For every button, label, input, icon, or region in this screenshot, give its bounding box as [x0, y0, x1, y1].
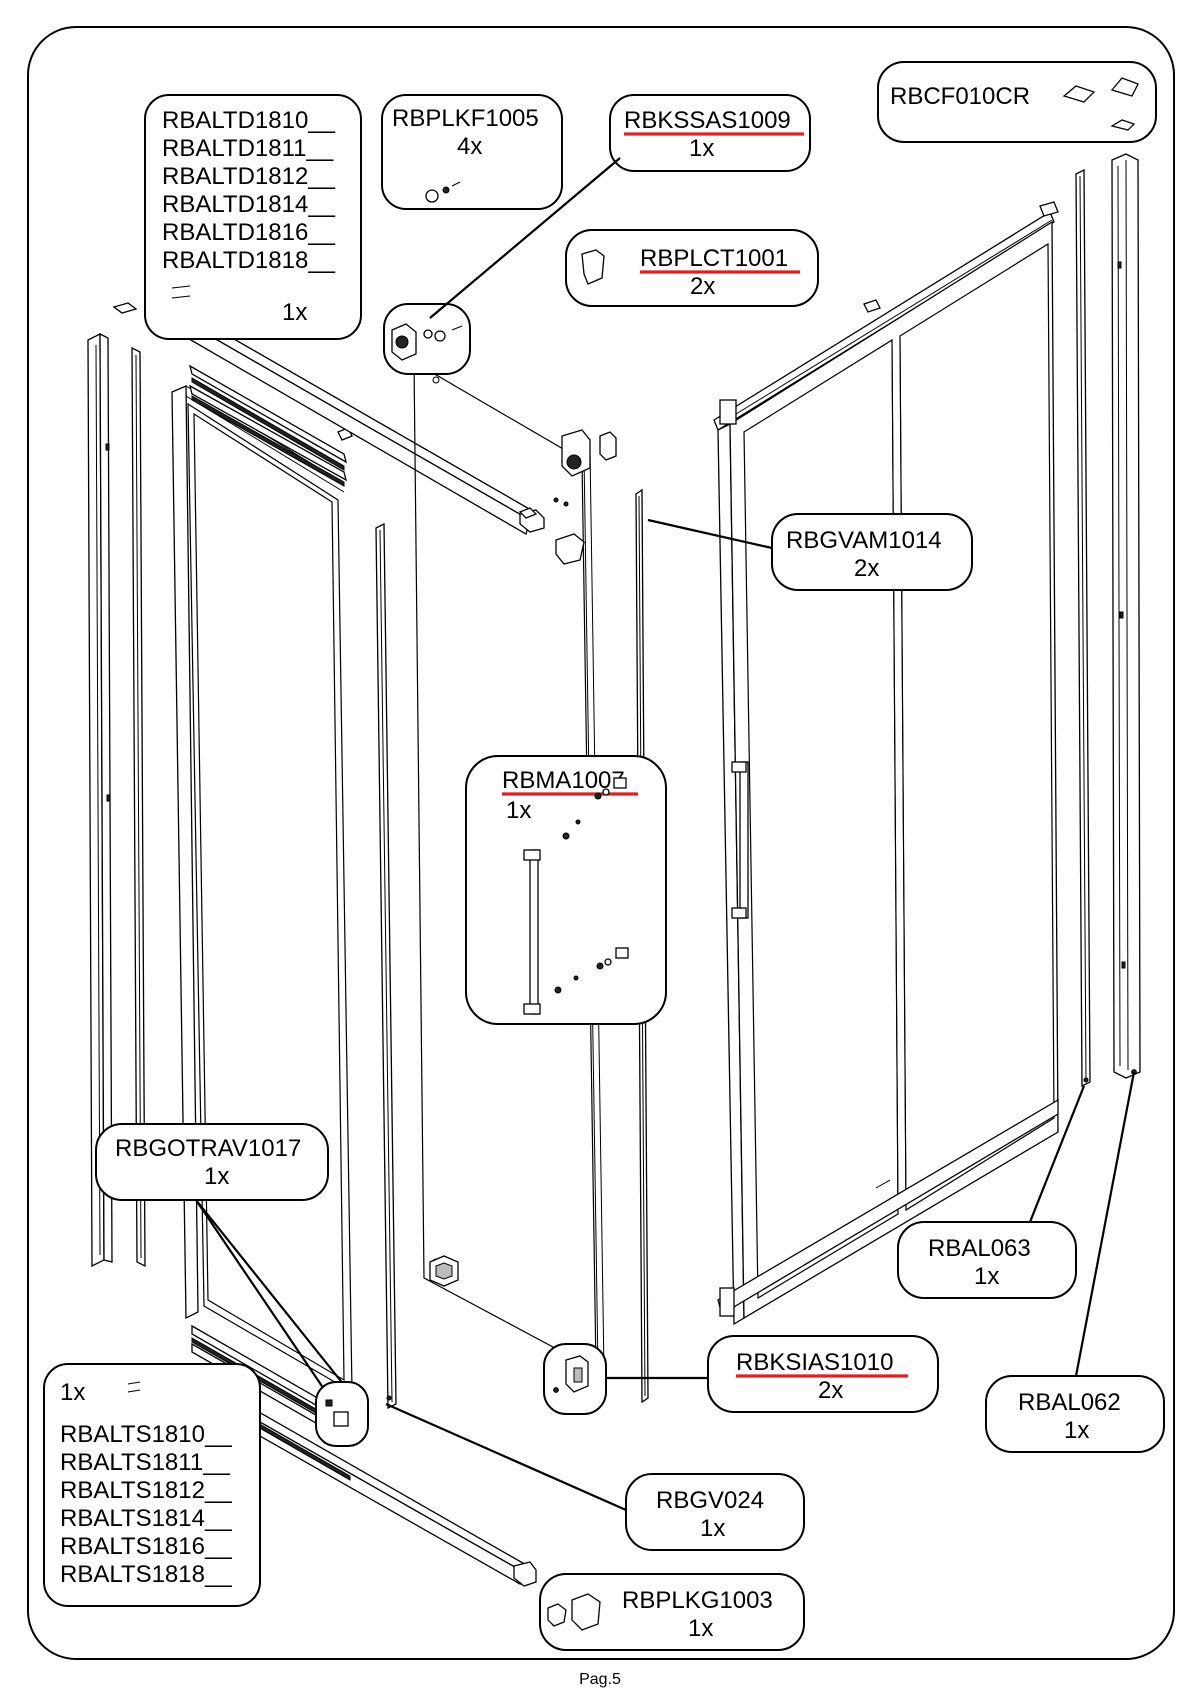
end-cap-icon	[1062, 85, 1096, 103]
leader-line	[195, 1199, 331, 1399]
page-frame	[27, 26, 1175, 1660]
rbgotrav-qty: 1x	[204, 1163, 229, 1190]
callout-rbgv024: RBGV024 1x	[625, 1473, 805, 1551]
leader-line	[195, 1199, 349, 1391]
detail-bubble-top-roller	[383, 303, 471, 375]
rbaltd-code: RBALTD1816__	[162, 219, 336, 246]
rbalts-qty: 1x	[60, 1379, 85, 1406]
handle-icon	[529, 849, 539, 1015]
callout-rbal063: RBAL063 1x	[897, 1221, 1077, 1299]
rbma-qty: 1x	[506, 797, 531, 824]
rbaltd-code: RBALTD1811__	[162, 135, 334, 162]
rbksias-code: RBKSIAS1010	[736, 1349, 893, 1376]
callout-rbplct1001: RBPLCT1001 2x	[565, 229, 819, 307]
callout-rbplkg1003: RBPLKG1003 1x	[539, 1573, 805, 1651]
detail-bubble-bottom-roller	[543, 1343, 607, 1415]
rbal062-code: RBAL062	[1018, 1389, 1121, 1416]
rbplkg-qty: 1x	[688, 1615, 713, 1642]
rbkssas-code: RBKSSAS1009	[624, 107, 791, 134]
rbplkf-code: RBPLKF1005	[392, 105, 539, 132]
right-wall-profile-rbal063	[1075, 168, 1091, 1088]
leader-line	[429, 157, 621, 319]
rbal063-qty: 1x	[974, 1263, 999, 1290]
washer-icon	[425, 189, 439, 203]
right-door-handle	[731, 761, 749, 919]
rbaltd-qty: 1x	[282, 299, 307, 326]
rbplct-code: RBPLCT1001	[640, 245, 788, 272]
rbgvam-qty: 2x	[854, 555, 879, 582]
clip-icon	[581, 249, 605, 285]
rbkssas-qty: 1x	[689, 135, 714, 162]
rbksias-qty: 2x	[818, 1377, 843, 1404]
rbplkf-qty: 4x	[457, 133, 482, 160]
end-cap-icon	[1110, 119, 1136, 131]
callout-rbma1007: RBMA1007 1x	[465, 755, 667, 1025]
rbaltd-code: RBALTD1814__	[162, 191, 336, 218]
rbaltd-code: RBALTD1812__	[162, 163, 336, 190]
callout-rbal062: RBAL062 1x	[985, 1375, 1165, 1453]
end-cap-icon	[1110, 77, 1139, 97]
callout-rbgotrav1017: RBGOTRAV1017 1x	[95, 1123, 329, 1201]
rbgvam-code: RBGVAM1014	[786, 527, 942, 554]
leader-line	[1074, 1071, 1136, 1377]
leader-line	[1028, 1085, 1086, 1223]
right-side-panel	[713, 201, 1059, 1326]
end-plug-icon	[547, 1603, 567, 1627]
leader-line	[647, 518, 773, 550]
callout-rbgvam1014: RBGVAM1014 2x	[771, 513, 973, 591]
callout-rbksias1010: RBKSIAS1010 2x	[707, 1335, 939, 1413]
rbalts-code: RBALTS1816__	[60, 1533, 232, 1560]
page-number: Pag.5	[579, 1671, 621, 1688]
end-plug-icon	[571, 1593, 601, 1631]
rbaltd-code: RBALTD1810__	[162, 107, 336, 134]
callout-rbkssas1009: RBKSSAS1009 1x	[609, 94, 811, 172]
rbplkg-code: RBPLKG1003	[622, 1587, 773, 1614]
top-profile	[183, 315, 545, 535]
rbplct-qty: 2x	[690, 273, 715, 300]
rbalts-code: RBALTS1818__	[60, 1561, 232, 1588]
left-fixed-panel	[171, 385, 353, 1394]
bottom-rollers-left	[429, 1255, 459, 1287]
rbalts-code: RBALTS1811__	[60, 1449, 231, 1476]
callout-rbaltd-top-profiles: RBALTD1810__ RBALTD1811__ RBALTD1812__ R…	[144, 94, 362, 340]
rbgv-qty: 1x	[700, 1515, 725, 1542]
callout-rbcf010cr: RBCF010CR	[877, 61, 1157, 143]
right-wall-profile-rbal062	[1111, 153, 1141, 1079]
rbcf-code: RBCF010CR	[890, 83, 1030, 110]
callout-rbplkf1005: RBPLKF1005 4x	[381, 94, 563, 210]
rbaltd-code: RBALTD1818__	[162, 247, 336, 274]
rbgv-code: RBGV024	[656, 1487, 764, 1514]
leader-line	[385, 1402, 627, 1512]
rbgotrav-code: RBGOTRAV1017	[115, 1135, 301, 1162]
left-wall-profiles	[87, 302, 146, 1268]
detail-bubble-seal	[315, 1381, 369, 1447]
rbal063-code: RBAL063	[928, 1235, 1031, 1262]
callout-rbalts-bottom-profiles: 1x RBALTS1810__ RBALTS1811__ RBALTS1812_…	[43, 1363, 261, 1607]
rbalts-code: RBALTS1814__	[60, 1505, 232, 1532]
top-roller-detail	[518, 429, 617, 565]
rbal062-qty: 1x	[1064, 1417, 1089, 1444]
rbalts-code: RBALTS1812__	[60, 1477, 232, 1504]
rbalts-code: RBALTS1810__	[60, 1421, 232, 1448]
door-seal-left	[375, 522, 397, 1410]
